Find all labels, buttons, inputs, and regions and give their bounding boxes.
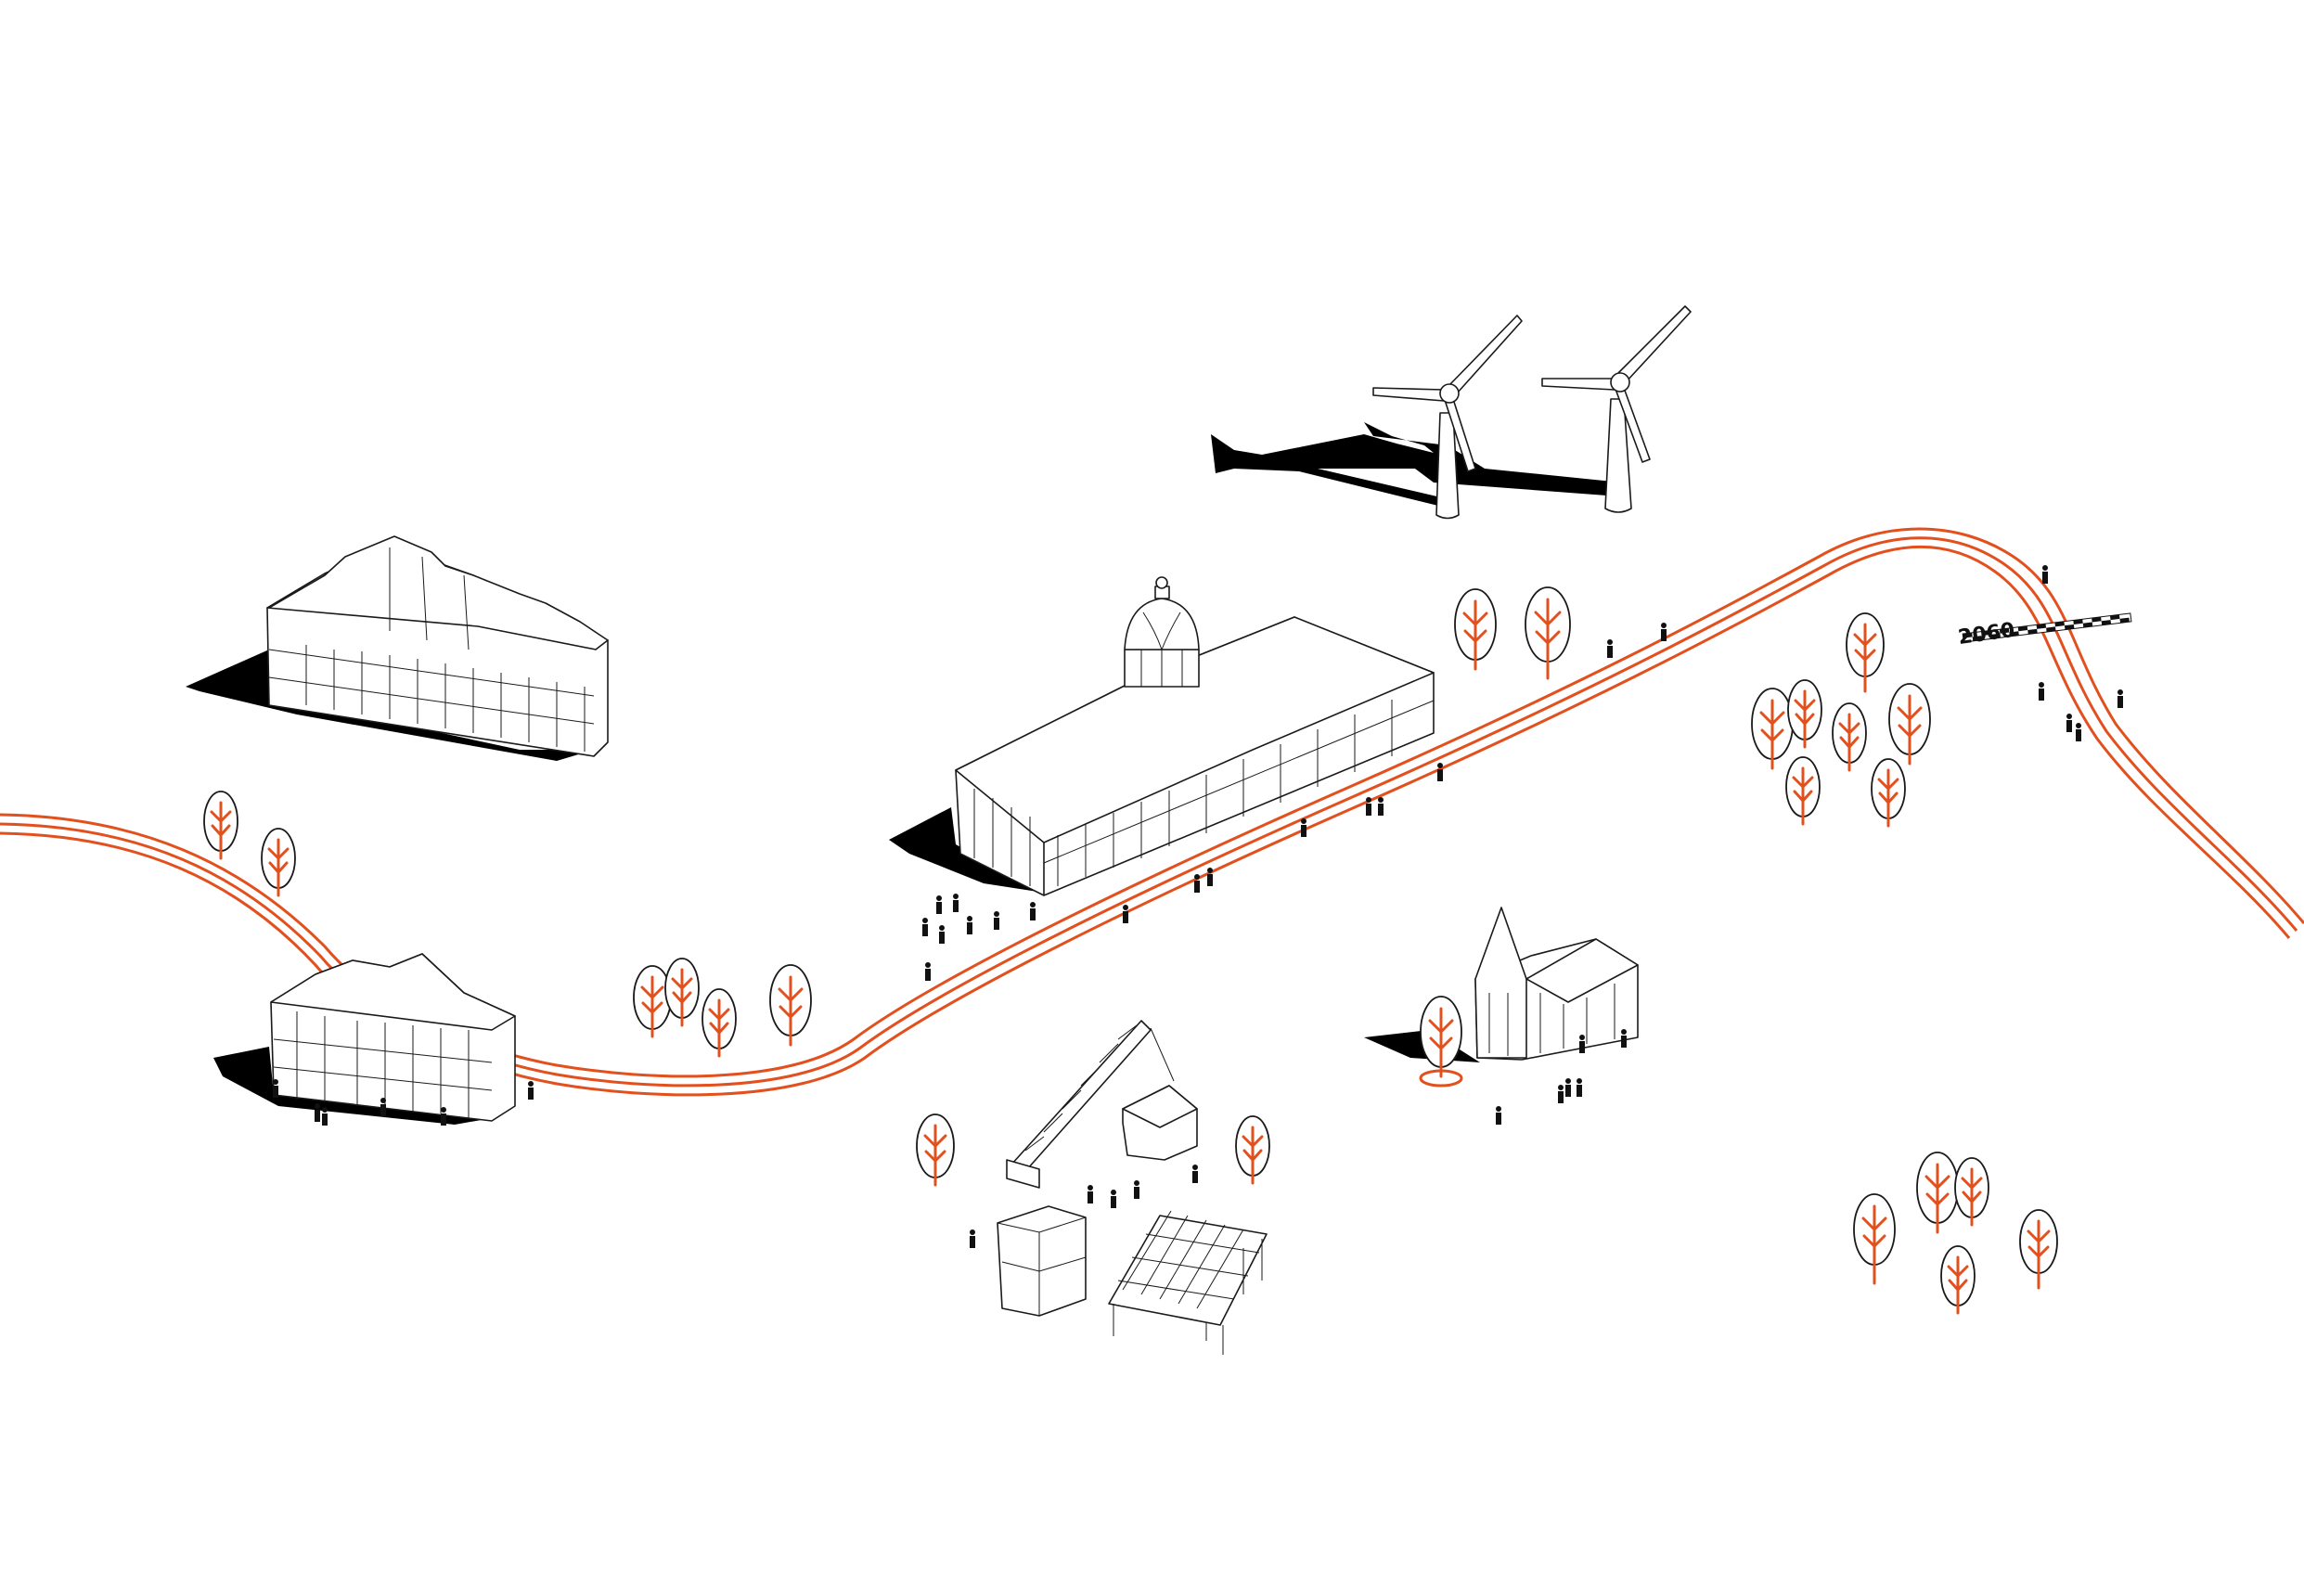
hoisted-module xyxy=(1122,1085,1198,1161)
tree xyxy=(1916,1152,1959,1234)
construction-site xyxy=(997,1020,1268,1355)
tree xyxy=(769,964,812,1047)
tree xyxy=(1751,688,1794,770)
tree xyxy=(1954,1157,1989,1227)
station-facade-lines xyxy=(273,1011,493,1118)
milestone-label: 2060 xyxy=(1957,619,2016,650)
tree xyxy=(1853,1193,1896,1285)
wind-turbine-left xyxy=(1372,315,1523,520)
tree xyxy=(1235,1115,1270,1185)
tree xyxy=(1888,683,1931,766)
tree xyxy=(1785,756,1821,826)
turbine-shadow xyxy=(1211,422,1622,506)
wind-turbine-right xyxy=(1541,305,1692,513)
dome xyxy=(1124,576,1200,688)
checkered-bar xyxy=(1963,614,2130,641)
tree xyxy=(1871,758,1906,828)
tree xyxy=(261,828,296,897)
tree xyxy=(1525,586,1571,680)
tree xyxy=(2019,1209,2058,1290)
tree xyxy=(916,1113,955,1187)
tree xyxy=(701,988,737,1058)
canopy-roof xyxy=(1108,1210,1268,1355)
wind-turbines xyxy=(1211,305,1692,520)
tree xyxy=(1419,996,1463,1088)
terrace-facade-lines xyxy=(268,547,595,752)
trees xyxy=(203,586,2058,1315)
station-building-west xyxy=(213,953,516,1125)
domed-civic-building xyxy=(889,576,1435,896)
tree xyxy=(1787,679,1822,749)
building-frame xyxy=(997,1205,1087,1317)
tree xyxy=(203,791,238,860)
people xyxy=(273,565,2123,1248)
tree xyxy=(664,958,700,1027)
tree xyxy=(633,965,672,1038)
crane xyxy=(1006,1020,1175,1189)
person-figure xyxy=(273,565,2123,1248)
tree xyxy=(1940,1245,1976,1315)
tree xyxy=(1832,702,1867,772)
church-building xyxy=(1364,907,1639,1062)
tree xyxy=(1846,612,1885,693)
tree xyxy=(1454,588,1497,671)
historic-terrace-building xyxy=(186,535,609,761)
civic-facade-lines xyxy=(973,700,1435,886)
milestone-2060: 2060 xyxy=(1957,612,2132,650)
